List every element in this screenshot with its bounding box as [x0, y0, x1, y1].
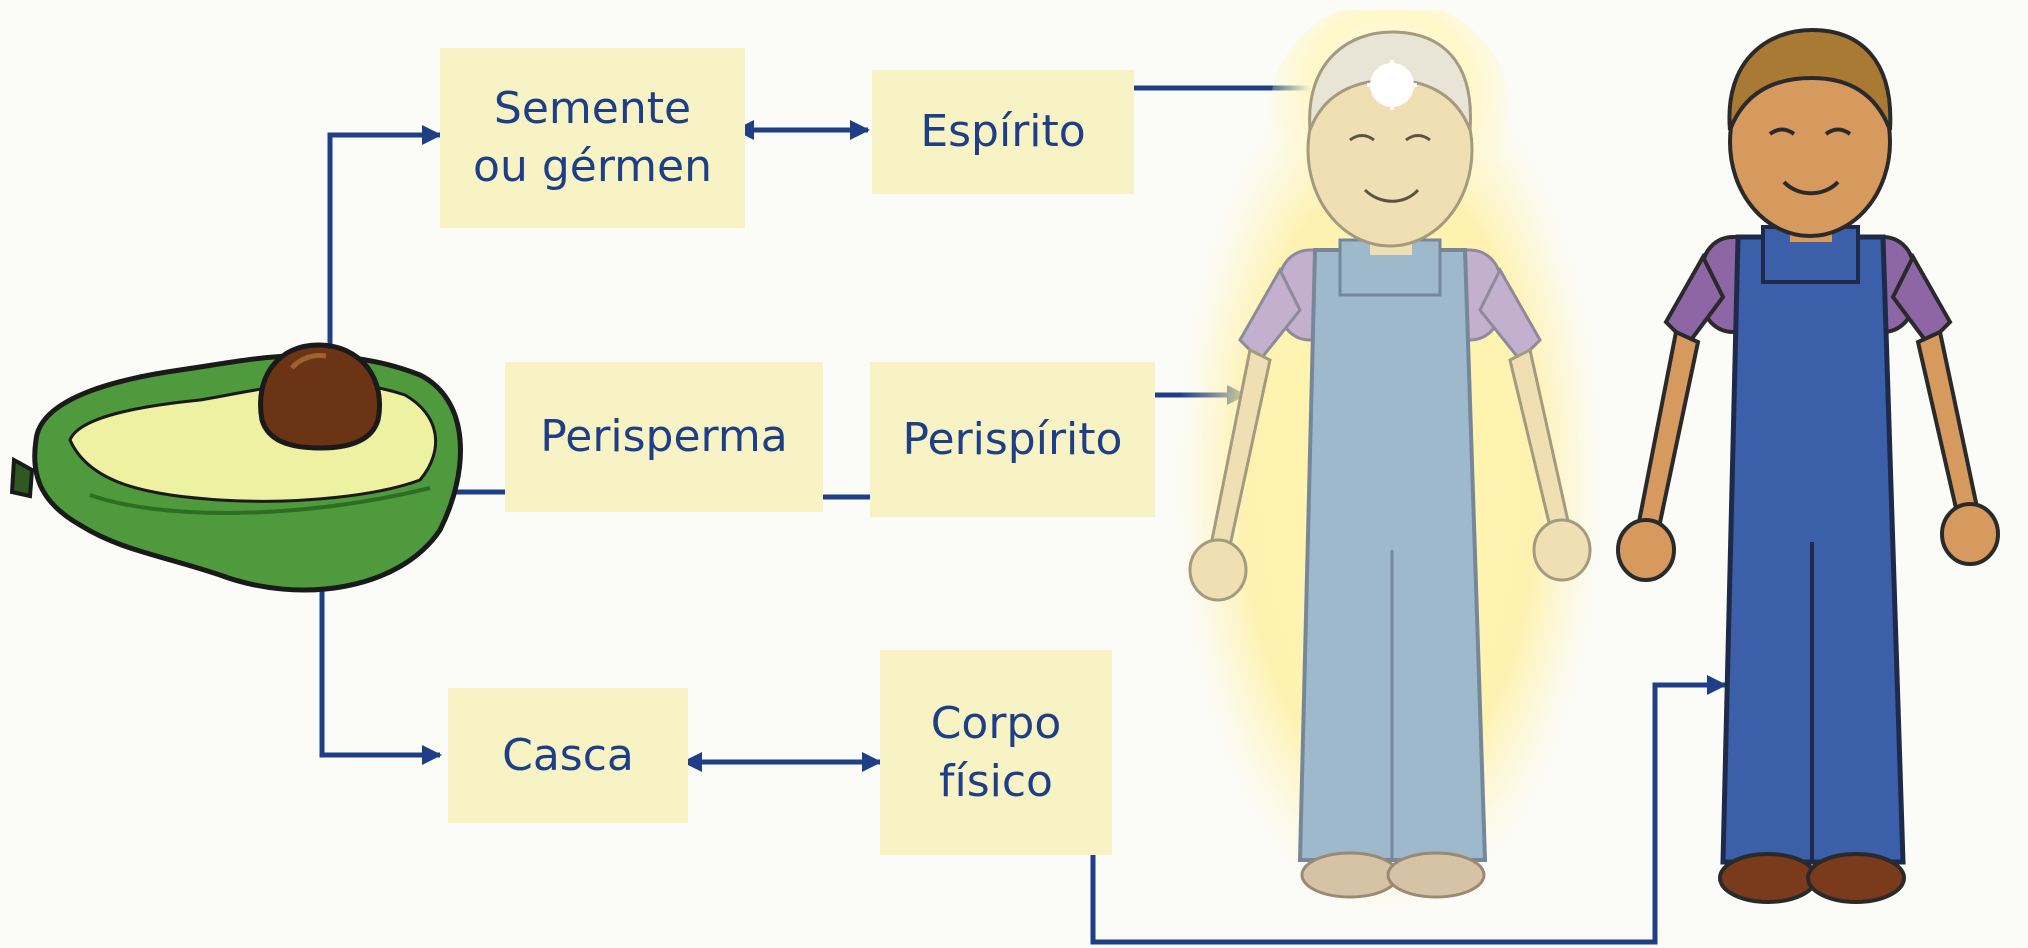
glowing-boy-icon [1175, 10, 1605, 910]
perispirit-label: Perispírito [870, 362, 1155, 517]
connector-seed-to-seed-label [327, 125, 442, 380]
body-label: Corpo físico [880, 650, 1112, 855]
connector-body-to-figure [1090, 675, 1727, 945]
perisperm-label: Perisperma [505, 362, 823, 512]
boy-in-overalls-icon [1616, 27, 2000, 904]
avocado-halved-icon [9, 342, 463, 593]
seed-label: Semente ou gérmen [440, 48, 745, 228]
spirit-label: Espírito [872, 70, 1134, 194]
husk-label: Casca [448, 688, 688, 823]
connector-husk-to-husk-label [319, 575, 442, 765]
